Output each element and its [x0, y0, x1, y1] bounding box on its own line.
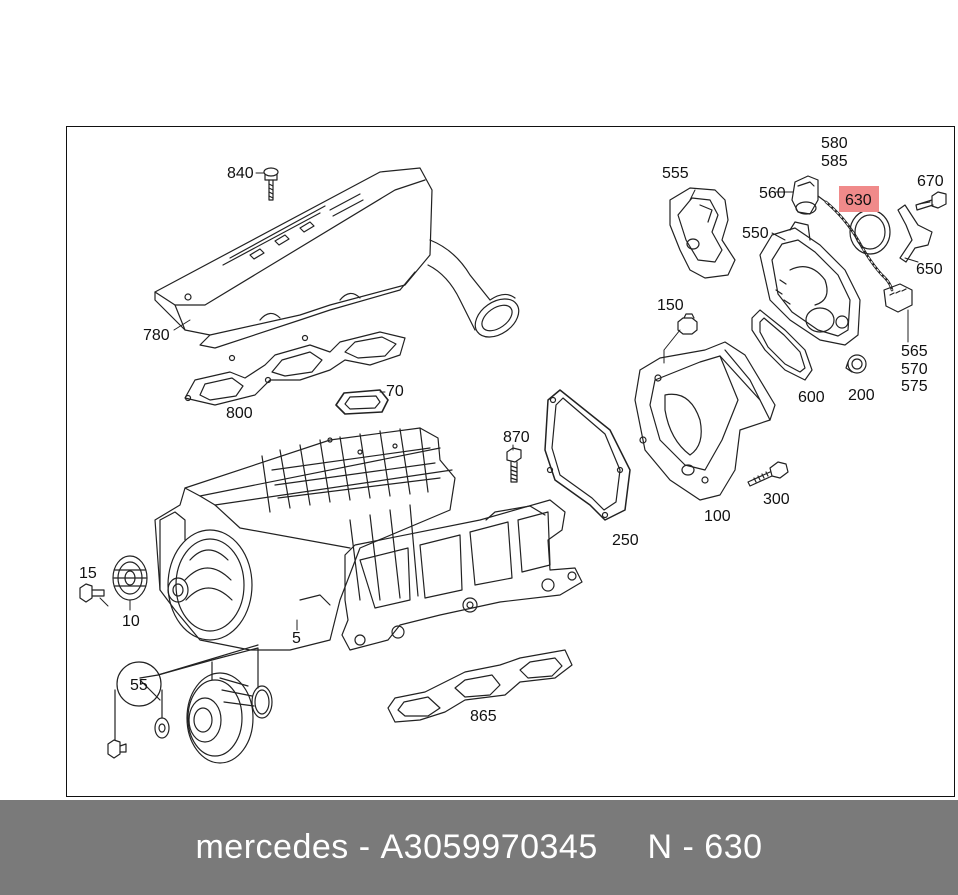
intake-manifold-part[interactable]: [341, 499, 583, 651]
bolt-670-part[interactable]: [915, 191, 947, 211]
bolt-300-part[interactable]: [747, 461, 789, 487]
bolt-870-part[interactable]: [506, 447, 522, 483]
callout-560: 560: [759, 185, 786, 202]
highlight-box: [839, 186, 879, 212]
callout-600: 600: [798, 389, 825, 406]
callout-150: 150: [657, 297, 684, 314]
callout-300: 300: [763, 491, 790, 508]
diagram-frame: [66, 126, 955, 797]
callout-15: 15: [79, 565, 97, 582]
callout-575: 575: [901, 378, 928, 395]
seal-70-part[interactable]: [335, 389, 389, 415]
callout-5: 5: [292, 630, 301, 647]
callout-840: 840: [227, 165, 254, 182]
kit-55-circle: [116, 661, 162, 707]
gasket-800-part[interactable]: [184, 331, 406, 406]
throttle-housing-part[interactable]: [634, 341, 776, 501]
callout-565: 565: [901, 343, 928, 360]
gasket-865-part[interactable]: [387, 649, 573, 723]
cover-555-part[interactable]: [669, 187, 736, 279]
intake-cover-part[interactable]: [154, 167, 526, 349]
kit-55-group[interactable]: [107, 644, 273, 764]
callout-780: 780: [143, 327, 170, 344]
seal-200-part[interactable]: [845, 354, 867, 374]
gasket-600-part[interactable]: [751, 309, 813, 381]
part-info-footer: mercedes - A3059970345 N - 630: [0, 800, 958, 895]
callout-labels: 840 780 800 70 555 580 585 560 630 670 5…: [79, 135, 944, 725]
bolt-840-part[interactable]: [263, 167, 279, 201]
exploded-parts-diagram: 840 780 800 70 555 580 585 560 630 670 5…: [79, 135, 947, 764]
o-ring-part[interactable]: [849, 209, 891, 255]
callout-100: 100: [704, 508, 731, 525]
bolt-150-part[interactable]: [677, 313, 698, 335]
callout-555: 555: [662, 165, 689, 182]
pulley-10-part[interactable]: [112, 555, 148, 601]
callout-800: 800: [226, 405, 253, 422]
callout-70: 70: [386, 383, 404, 400]
actuator-550-part[interactable]: [759, 221, 861, 346]
position-number: 630: [704, 828, 763, 866]
bracket-650-part[interactable]: [897, 204, 933, 263]
part-number: A3059970345: [380, 828, 598, 866]
position-label: N: [647, 828, 673, 866]
callout-580: 580: [821, 135, 848, 152]
separator: -: [672, 828, 705, 866]
separator: -: [348, 828, 381, 866]
callout-250: 250: [612, 532, 639, 549]
callout-200: 200: [848, 387, 875, 404]
spacer: [598, 828, 648, 867]
callout-550: 550: [742, 225, 769, 242]
sensor-560-part[interactable]: [791, 175, 827, 215]
callout-865: 865: [470, 708, 497, 725]
callout-670: 670: [917, 173, 944, 190]
gasket-250-part[interactable]: [544, 389, 631, 521]
supercharger-body-part[interactable]: [154, 427, 456, 651]
callout-10: 10: [122, 613, 140, 630]
callout-650: 650: [916, 261, 943, 278]
brand-label: mercedes: [195, 828, 349, 866]
callout-630: 630: [845, 192, 872, 209]
callout-570: 570: [901, 361, 928, 378]
cable-630-part[interactable]: [824, 200, 894, 292]
callout-585: 585: [821, 153, 848, 170]
leader-lines: [99, 172, 931, 631]
bolt-15-part[interactable]: [79, 583, 105, 603]
callout-55: 55: [130, 677, 148, 694]
callout-870: 870: [503, 429, 530, 446]
connector-565-part[interactable]: [883, 283, 913, 313]
